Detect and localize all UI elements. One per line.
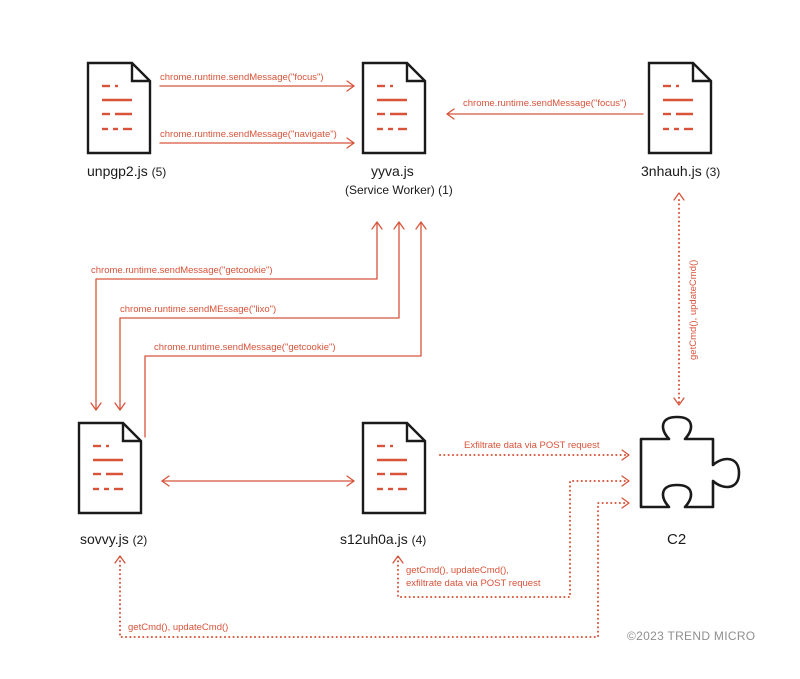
unpgp2-label: unpgp2.js (5) bbox=[87, 163, 166, 179]
edge-label-3nhauh-c2: getCmd(), updateCmd() bbox=[688, 259, 699, 360]
yyva-sublabel: (Service Worker) (1) bbox=[345, 183, 453, 197]
sovvy-label: sovvy.js (2) bbox=[80, 531, 147, 547]
arrowhead bbox=[621, 449, 630, 461]
arrowhead bbox=[393, 221, 405, 230]
3nhauh-name: 3nhauh.js bbox=[641, 163, 702, 179]
dotted-arrow-s12-c2 bbox=[397, 480, 629, 598]
sovvy-name: sovvy.js bbox=[80, 531, 129, 547]
unpgp2-number: (5) bbox=[151, 165, 167, 179]
arrowhead bbox=[346, 475, 355, 487]
arrow-lixo bbox=[119, 221, 400, 411]
arrowhead bbox=[346, 137, 355, 149]
copyright: ©2023 TREND MICRO bbox=[627, 629, 756, 643]
arrowhead bbox=[621, 497, 630, 509]
unpgp2-name: unpgp2.js bbox=[87, 163, 148, 179]
arrowhead bbox=[621, 475, 630, 487]
arrowhead bbox=[673, 397, 685, 406]
arrowhead bbox=[415, 221, 427, 230]
arrowhead bbox=[90, 402, 102, 411]
edge-label-unpgp2-navigate: chrome.runtime.sendMessage("navigate") bbox=[160, 129, 337, 140]
yyva-label: yyva.js bbox=[371, 163, 414, 179]
sovvy-file-icon bbox=[77, 421, 143, 515]
s12uh0a-name: s12uh0a.js bbox=[340, 531, 408, 547]
dotted-arrow-sovvy-c2 bbox=[119, 502, 629, 638]
arrowhead bbox=[392, 555, 404, 564]
arrowhead bbox=[346, 80, 355, 92]
unpgp2-file-icon bbox=[86, 61, 152, 155]
arrowhead bbox=[673, 192, 685, 201]
arrow-getcookie-1 bbox=[95, 221, 378, 411]
arrowhead bbox=[114, 555, 126, 564]
3nhauh-label: 3nhauh.js (3) bbox=[641, 163, 720, 179]
3nhauh-file-icon bbox=[647, 61, 713, 155]
arrow-getcookie-2 bbox=[144, 221, 422, 438]
arrowhead bbox=[161, 475, 170, 487]
edge-label-s12-c2-line1: getCmd(), updateCmd(), bbox=[406, 565, 509, 576]
edge-label-sovvy-c2: getCmd(), updateCmd() bbox=[128, 622, 229, 633]
s12uh0a-label: s12uh0a.js (4) bbox=[340, 531, 426, 547]
edge-label-s12-exfil: Exfiltrate data via POST request bbox=[464, 440, 600, 451]
arrowhead bbox=[114, 402, 126, 411]
sovvy-number: (2) bbox=[132, 533, 148, 547]
puzzle-icon bbox=[639, 415, 741, 509]
edge-label-3nhauh-focus: chrome.runtime.sendMessage("focus") bbox=[463, 98, 627, 109]
3nhauh-number: (3) bbox=[705, 165, 721, 179]
s12uh0a-number: (4) bbox=[411, 533, 427, 547]
arrowhead bbox=[371, 221, 383, 230]
edge-label-lixo: chrome.runtime.sendMEssage("lixo") bbox=[120, 304, 277, 315]
yyva-file-icon bbox=[361, 61, 427, 155]
edge-label-getcookie-1: chrome.runtime.sendMessage("getcookie") bbox=[91, 265, 273, 276]
edge-label-unpgp2-focus: chrome.runtime.sendMessage("focus") bbox=[160, 72, 324, 83]
s12uh0a-file-icon bbox=[361, 421, 427, 515]
edge-label-s12-c2-line2: exfiltrate data via POST request bbox=[406, 578, 541, 589]
arrowhead bbox=[446, 108, 455, 120]
edge-label-getcookie-2: chrome.runtime.sendMessage("getcookie") bbox=[154, 342, 336, 353]
c2-label: C2 bbox=[667, 531, 687, 548]
